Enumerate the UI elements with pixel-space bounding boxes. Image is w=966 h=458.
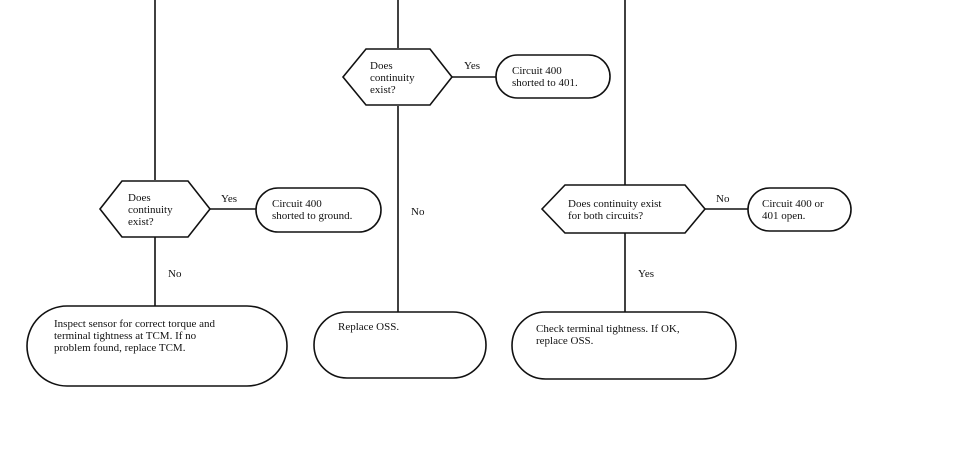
- middle-no-result-text: Replace OSS.: [338, 321, 400, 333]
- left-decision-shape: [98, 180, 212, 238]
- middle-no-result-shape: [313, 311, 487, 379]
- right-yes-result-shape: [511, 311, 737, 380]
- left-decision-text: Does continuity exist?: [128, 192, 173, 228]
- right-yes-result-text: Check terminal tightness. If OK, replace…: [536, 323, 680, 347]
- right-no-label: No: [716, 193, 730, 205]
- middle-decision-text: Does continuity exist?: [370, 60, 415, 96]
- left-yes-result-shape: [255, 187, 382, 233]
- right-decision-shape: [540, 184, 707, 234]
- middle-no-label: No: [411, 206, 425, 218]
- middle-yes-label: Yes: [464, 60, 481, 72]
- right-yes-label: Yes: [638, 268, 655, 280]
- right-no-result-text: Circuit 400 or 401 open.: [762, 198, 824, 222]
- left-no-label: No: [168, 268, 182, 280]
- middle-yes-result-text: Circuit 400 shorted to 401.: [512, 65, 578, 89]
- left-yes-result-text: Circuit 400 shorted to ground.: [272, 198, 353, 222]
- middle-yes-result-shape: [495, 54, 611, 99]
- right-decision-text: Does continuity exist for both circuits?: [568, 198, 662, 222]
- left-no-result-text: Inspect sensor for correct torque and te…: [54, 318, 215, 354]
- right-no-result-shape: [747, 187, 852, 232]
- middle-decision-shape: [341, 48, 454, 106]
- left-yes-label: Yes: [221, 193, 238, 205]
- left-no-result-shape: [26, 305, 288, 387]
